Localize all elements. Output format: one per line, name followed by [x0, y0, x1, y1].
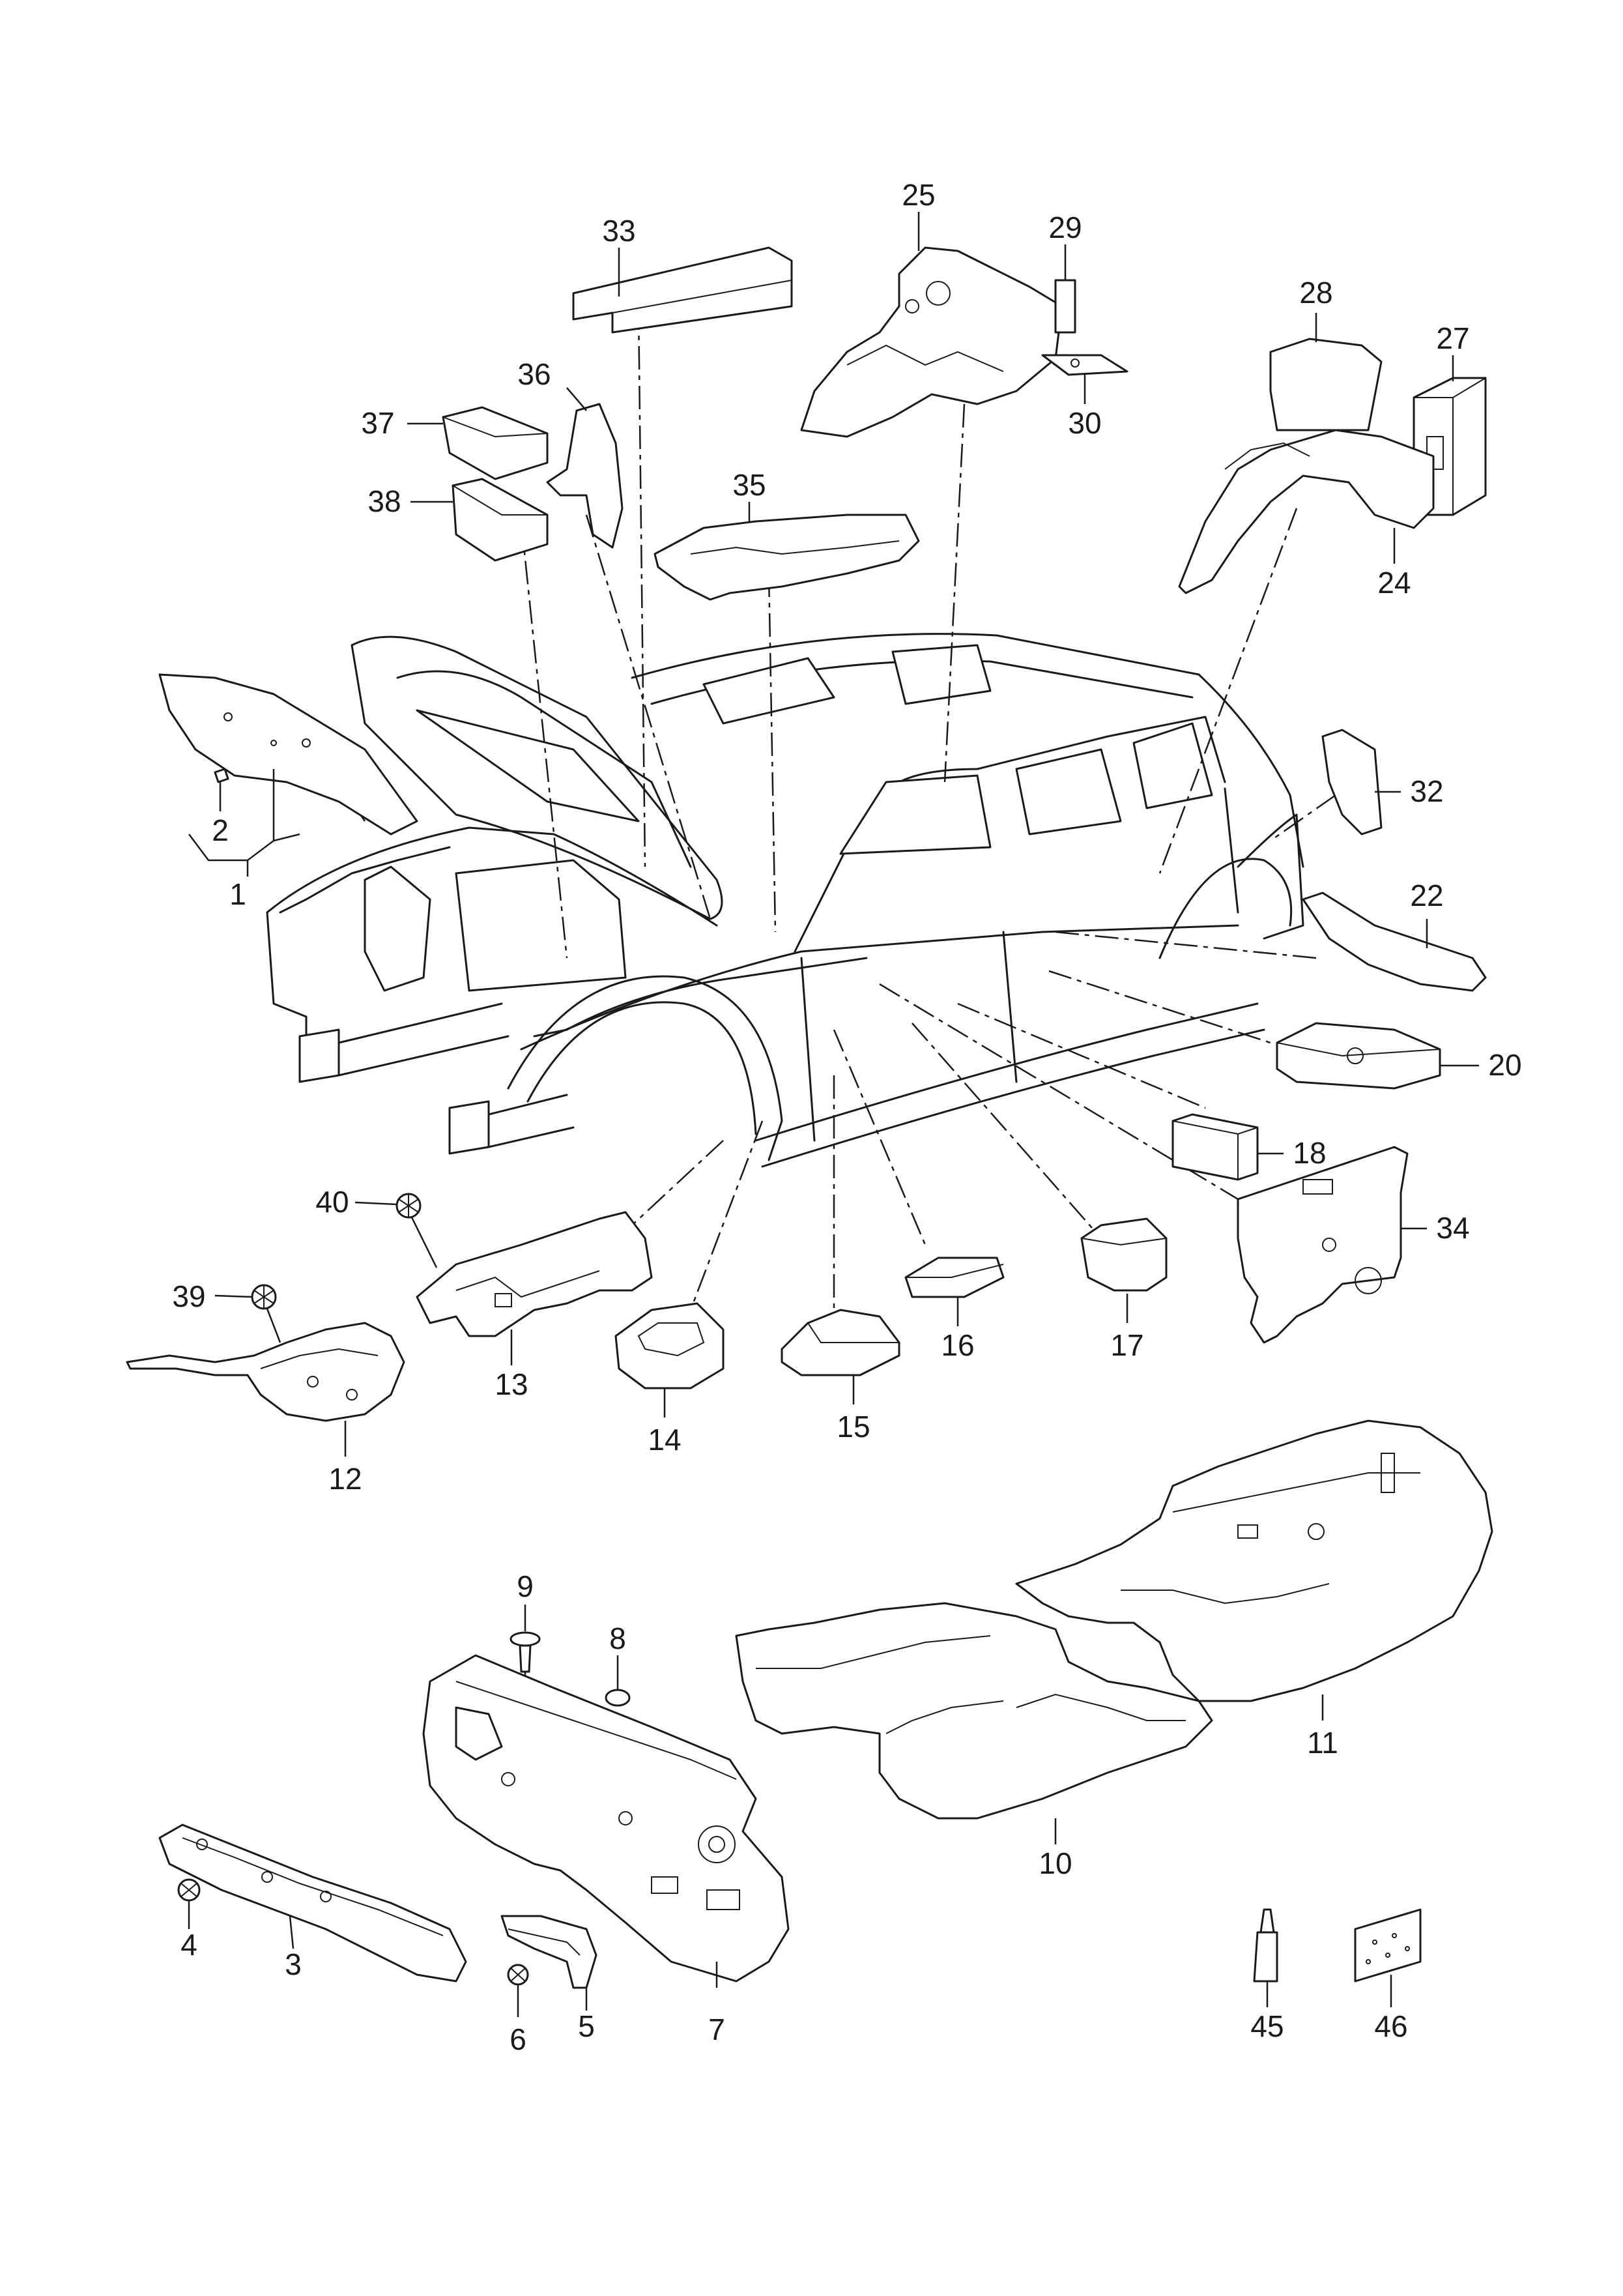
callout-1: 1	[229, 877, 246, 911]
callout-2: 2	[212, 813, 229, 847]
callout-45: 45	[1250, 2009, 1284, 2043]
part-29-pad	[1054, 244, 1076, 334]
callout-29: 29	[1048, 211, 1082, 244]
part-30-pad	[1041, 354, 1128, 404]
part-40-clip	[354, 1193, 438, 1268]
part-15-pad	[781, 1309, 900, 1404]
callout-labels: 1 2 3 4 5 6 7 8 9 10 11 12 13 14 15 16 1…	[172, 178, 1521, 2056]
part-12-heat-shield	[126, 1322, 405, 1457]
part-4-clip	[177, 1878, 201, 1929]
callout-18: 18	[1293, 1136, 1326, 1170]
part-11-floor-insulation-rear	[1015, 1419, 1493, 1721]
part-45-adhesive-bottle	[1253, 1908, 1278, 2007]
callout-25: 25	[902, 178, 935, 212]
part-33-insulation	[572, 246, 793, 334]
part-5-bracket-insulation	[500, 1915, 597, 2011]
part-2-clip	[214, 768, 229, 811]
callout-38: 38	[367, 484, 401, 518]
reference-lines	[305, 306, 1336, 1316]
callout-35: 35	[732, 468, 766, 502]
part-34-insulation-mat	[1237, 1146, 1427, 1344]
part-10-floor-insulation-front	[735, 1602, 1213, 1844]
part-25-wheelhouse-liner	[800, 212, 1063, 438]
callout-36: 36	[517, 357, 551, 391]
part-38-foam-block	[410, 478, 549, 562]
part-3-crossmember-insulation	[158, 1824, 467, 1983]
callout-5: 5	[578, 2009, 595, 2043]
callout-13: 13	[495, 1367, 528, 1401]
callout-9: 9	[517, 1569, 534, 1603]
part-22-insulation	[1302, 892, 1487, 992]
part-8-plug	[605, 1655, 631, 1707]
callout-22: 22	[1410, 879, 1443, 912]
part-28-cover	[1269, 313, 1383, 431]
part-24-wheelhouse-liner	[1178, 429, 1435, 594]
callout-27: 27	[1436, 321, 1469, 355]
callout-4: 4	[180, 1928, 197, 1962]
callout-16: 16	[941, 1328, 974, 1362]
callout-11: 11	[1307, 1726, 1338, 1760]
callout-30: 30	[1068, 406, 1101, 440]
callout-10: 10	[1039, 1846, 1072, 1880]
callout-17: 17	[1110, 1328, 1143, 1362]
callout-46: 46	[1374, 2009, 1407, 2043]
callout-3: 3	[285, 1947, 302, 1981]
part-39-clip	[214, 1284, 281, 1343]
callout-32: 32	[1410, 774, 1443, 808]
callout-7: 7	[708, 2013, 725, 2046]
part-7-bulkhead-insulation	[422, 1654, 790, 1988]
callout-6: 6	[510, 2022, 526, 2056]
callout-40: 40	[315, 1185, 349, 1219]
part-36-pillar-insulation	[546, 387, 624, 549]
part-37-foam-block	[407, 406, 549, 480]
part-20-foam-block	[1276, 1022, 1479, 1090]
callout-15: 15	[837, 1410, 870, 1444]
part-13-heat-shield	[416, 1211, 653, 1365]
callout-24: 24	[1377, 566, 1411, 600]
part-1-hood-insulation	[158, 673, 418, 877]
callout-28: 28	[1299, 276, 1332, 310]
callout-33: 33	[602, 214, 635, 248]
part-17-foam-block	[1080, 1217, 1168, 1323]
callout-14: 14	[648, 1423, 681, 1457]
callout-34: 34	[1436, 1211, 1469, 1245]
callout-12: 12	[328, 1462, 362, 1496]
callout-39: 39	[172, 1279, 205, 1313]
part-14-foam-block	[614, 1302, 725, 1417]
callout-20: 20	[1488, 1048, 1521, 1082]
car-body-shell	[266, 633, 1304, 1168]
part-18-foam-block	[1171, 1113, 1284, 1181]
part-6-clip	[507, 1964, 529, 2017]
part-35-plenum-insulation	[654, 502, 920, 601]
part-16-pad	[904, 1257, 1005, 1326]
part-32-insulation	[1321, 729, 1401, 836]
callout-37: 37	[361, 406, 394, 440]
callout-8: 8	[609, 1621, 626, 1655]
part-46-sound-pad	[1354, 1908, 1422, 2007]
